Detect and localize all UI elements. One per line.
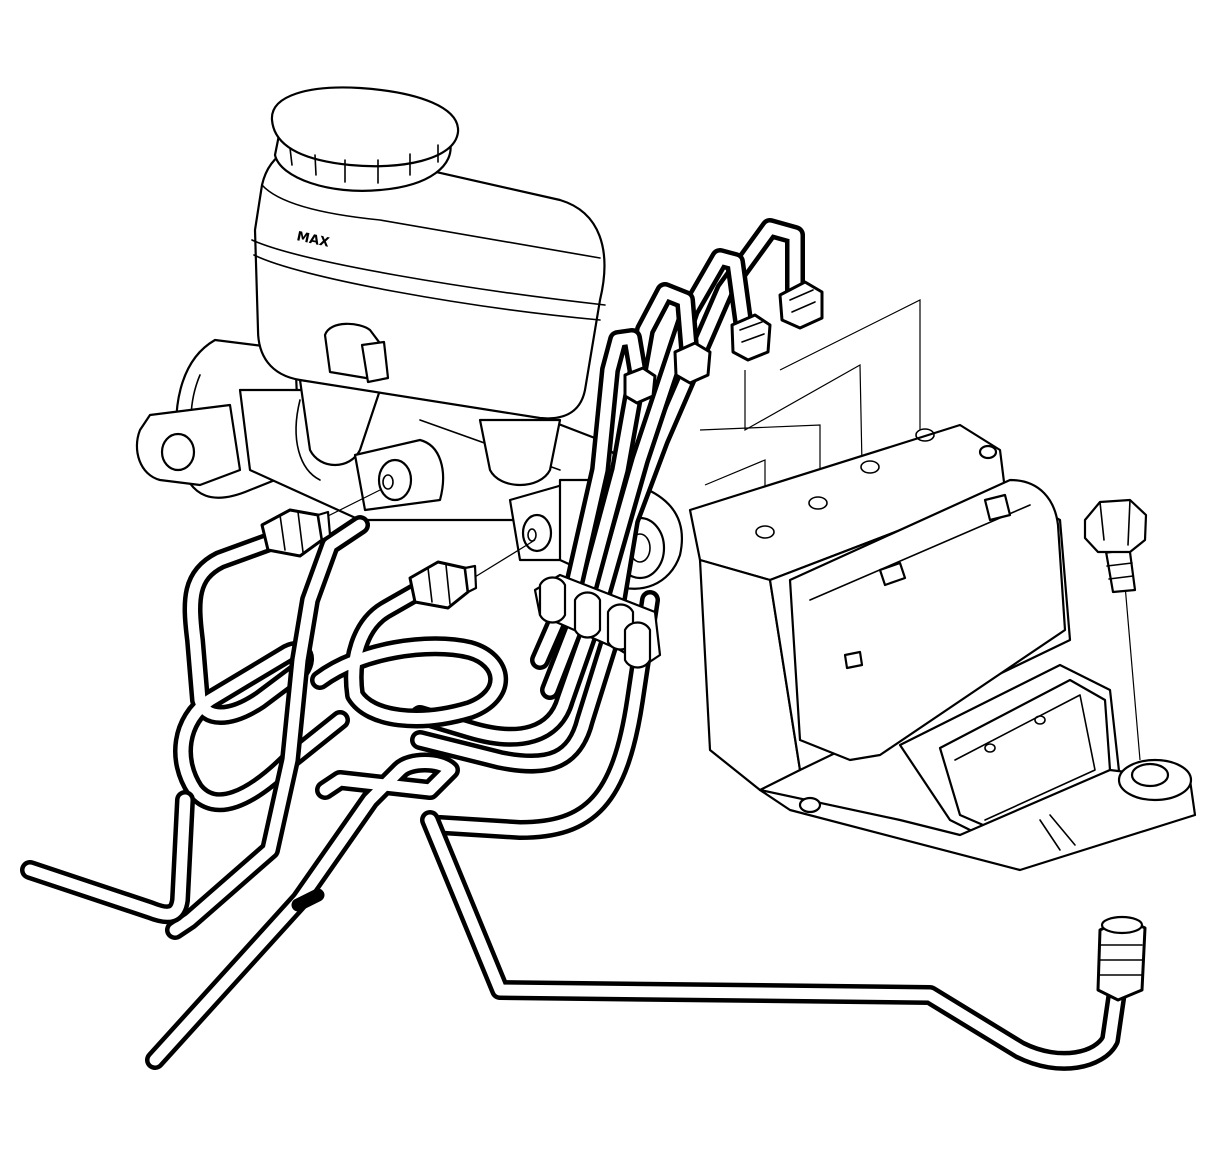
reservoir-cap <box>270 86 460 192</box>
outlet-tube-nut-1 <box>260 508 332 558</box>
abs-modulator <box>688 299 1197 872</box>
outlet-tube-nut-2 <box>408 560 478 610</box>
mounting-bolt <box>1083 498 1148 761</box>
brake-pipes <box>20 218 1128 1071</box>
pipe-clip <box>533 573 662 669</box>
tube-fittings <box>260 280 1147 1002</box>
reservoir-max-mark: MAX <box>295 229 330 251</box>
end-fitting <box>1096 915 1147 1002</box>
fluid-reservoir: MAX <box>251 86 606 420</box>
